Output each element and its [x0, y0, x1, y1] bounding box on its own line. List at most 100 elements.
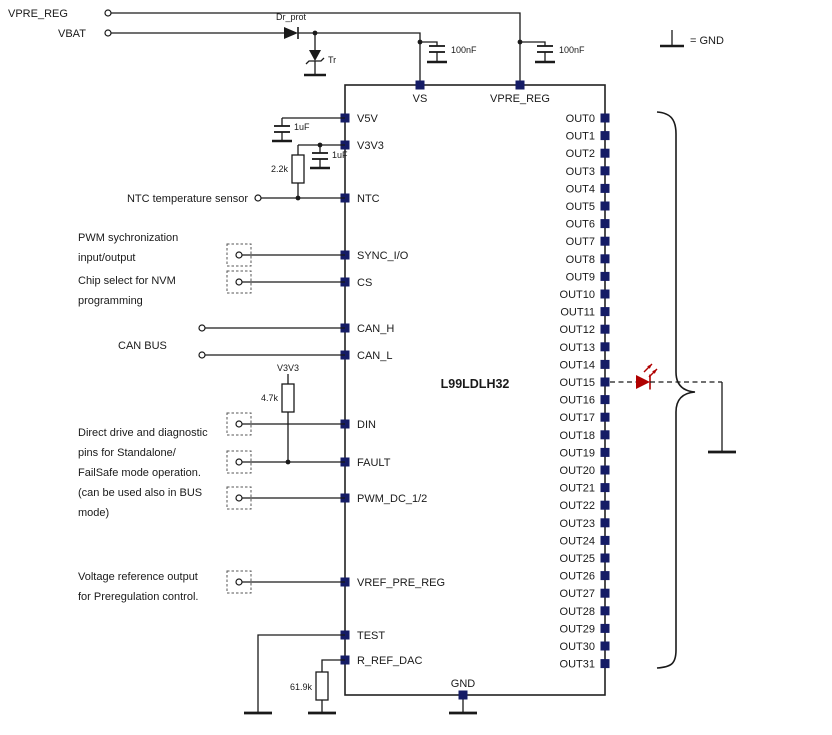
v5v-cap-label: 1uF: [294, 122, 310, 132]
output-pin-square-24: [600, 535, 610, 545]
rref-wire: [321, 659, 345, 672]
fault-terminal: [235, 458, 243, 466]
output-pin-label-12: OUT12: [560, 324, 595, 336]
left-pins-group: V5VV3V3NTCSYNC_I/OCSCAN_HCAN_LDINFAULTPW…: [340, 113, 445, 667]
output-pin-square-7: [600, 236, 610, 246]
output-pin-square-23: [600, 518, 610, 528]
left-pin-label-4: CS: [357, 277, 372, 289]
output-pin-square-12: [600, 324, 610, 334]
output-pin-square-25: [600, 553, 610, 563]
output-pin-label-18: OUT18: [560, 430, 595, 442]
output-pin-square-3: [600, 166, 610, 176]
output-pin-square-16: [600, 395, 610, 405]
output-pin-label-28: OUT28: [560, 606, 595, 618]
v3v3-cap-label: 1uF: [332, 150, 348, 160]
vpre-reg-rail-wire: [111, 12, 521, 81]
output-pin-square-21: [600, 483, 610, 493]
output-pin-square-0: [600, 113, 610, 123]
output-pin-square-2: [600, 148, 610, 158]
vs-pin-label: VS: [413, 93, 428, 105]
resistor-body: [291, 154, 305, 184]
direct-drive-annotation-line3: FailSafe mode operation.: [78, 467, 201, 479]
direct-drive-annotation-line4: (can be used also in BUS: [78, 487, 202, 499]
left-pin-label-6: CAN_L: [357, 350, 392, 362]
vs-decoupling-cap: 100nF: [417, 39, 477, 64]
output-pin-label-10: OUT10: [560, 289, 595, 301]
v5v-cap: 1uF: [272, 118, 310, 143]
resistor-body: [281, 383, 295, 413]
left-pin-label-3: SYNC_I/O: [357, 250, 409, 262]
ic-block: L99LDLH32 VS VPRE_REG GND V5VV3V3NTCSYNC…: [340, 80, 610, 700]
output-pin-square-15: [600, 377, 610, 387]
fault-pullup-label: 4.7k: [261, 393, 279, 403]
output-pins-group: OUT0OUT1OUT2OUT3OUT4OUT5OUT6OUT7OUT8OUT9…: [560, 113, 610, 671]
output-pin-square-18: [600, 430, 610, 440]
output-pin-label-27: OUT27: [560, 588, 595, 600]
vpre-reg-terminal: [104, 9, 112, 17]
left-pin-label-2: NTC: [357, 193, 380, 205]
vpre-reg-pin-label: VPRE_REG: [490, 93, 550, 105]
output-pin-square-22: [600, 500, 610, 510]
output-pin-square-11: [600, 307, 610, 317]
dr-prot-label: Dr_prot: [276, 12, 307, 22]
output-pin-label-7: OUT7: [566, 236, 595, 248]
din-terminal: [235, 420, 243, 428]
output-pin-label-25: OUT25: [560, 553, 595, 565]
output-pin-square-31: [600, 659, 610, 669]
vpre-decoupling-cap: 100nF: [517, 39, 585, 64]
resistor-body: [315, 671, 329, 701]
output-pin-label-1: OUT1: [566, 131, 595, 143]
output-pin-label-19: OUT19: [560, 447, 595, 459]
ntc-terminal: [254, 194, 262, 202]
output-pin-label-20: OUT20: [560, 465, 595, 477]
output-pin-label-2: OUT2: [566, 148, 595, 160]
left-pin-label-1: V3V3: [357, 140, 384, 152]
left-pin-label-8: FAULT: [357, 457, 391, 469]
pullup-net-label: V3V3: [277, 363, 299, 373]
cs-terminal: [235, 278, 243, 286]
din-connector-box: [226, 412, 252, 436]
can-h-terminal: [198, 324, 206, 332]
rref-resistor-label: 61.9k: [290, 682, 313, 692]
gnd-legend-label: = GND: [690, 35, 724, 47]
output-pin-square-19: [600, 447, 610, 457]
output-pin-square-9: [600, 271, 610, 281]
sync-connector-box: [226, 243, 252, 267]
output-pin-label-23: OUT23: [560, 518, 595, 530]
led-arrowhead: [652, 369, 657, 374]
output-pin-label-5: OUT5: [566, 201, 595, 213]
vs-pin-square: [415, 80, 425, 90]
output-pin-square-30: [600, 641, 610, 651]
sync-terminal: [235, 251, 243, 259]
output-pin-label-17: OUT17: [560, 412, 595, 424]
output-pin-label-21: OUT21: [560, 483, 595, 495]
cap-lead-top: [420, 41, 438, 46]
gnd-legend: = GND: [660, 30, 724, 48]
ntc-pullup-label: 2.2k: [271, 164, 289, 174]
vref-annotation-line1: Voltage reference output: [78, 571, 198, 583]
cs-annotation-line1: Chip select for NVM: [78, 275, 176, 287]
output-pin-label-8: OUT8: [566, 254, 595, 266]
sync-annotation-line1: PWM sychronization: [78, 232, 178, 244]
output-pin-label-30: OUT30: [560, 641, 595, 653]
cs-connector-box: [226, 270, 252, 294]
gnd-pin-square: [458, 690, 468, 700]
top-supply-section: VPRE_REG VBAT Dr_prot Tr 1: [8, 8, 724, 81]
can-bus-annotation: CAN BUS: [118, 340, 167, 352]
led-triangle: [636, 375, 650, 389]
vref-annotation-line2: for Preregulation control.: [78, 591, 198, 603]
left-pin-label-9: PWM_DC_1/2: [357, 493, 427, 505]
vbat-terminal: [104, 29, 112, 37]
output-pin-label-4: OUT4: [566, 183, 595, 195]
output-pin-label-26: OUT26: [560, 571, 595, 583]
output-pin-square-20: [600, 465, 610, 475]
vref-terminal: [235, 578, 243, 586]
ntc-annotation: NTC temperature sensor: [127, 193, 248, 205]
cap-lead-top: [520, 41, 546, 46]
output-pin-label-3: OUT3: [566, 166, 595, 178]
vpre-reg-supply-label: VPRE_REG: [8, 8, 68, 20]
ntc-pullup-resistor: 2.2k: [271, 145, 305, 201]
output-pin-label-15: OUT15: [560, 377, 595, 389]
output-pin-square-4: [600, 183, 610, 193]
